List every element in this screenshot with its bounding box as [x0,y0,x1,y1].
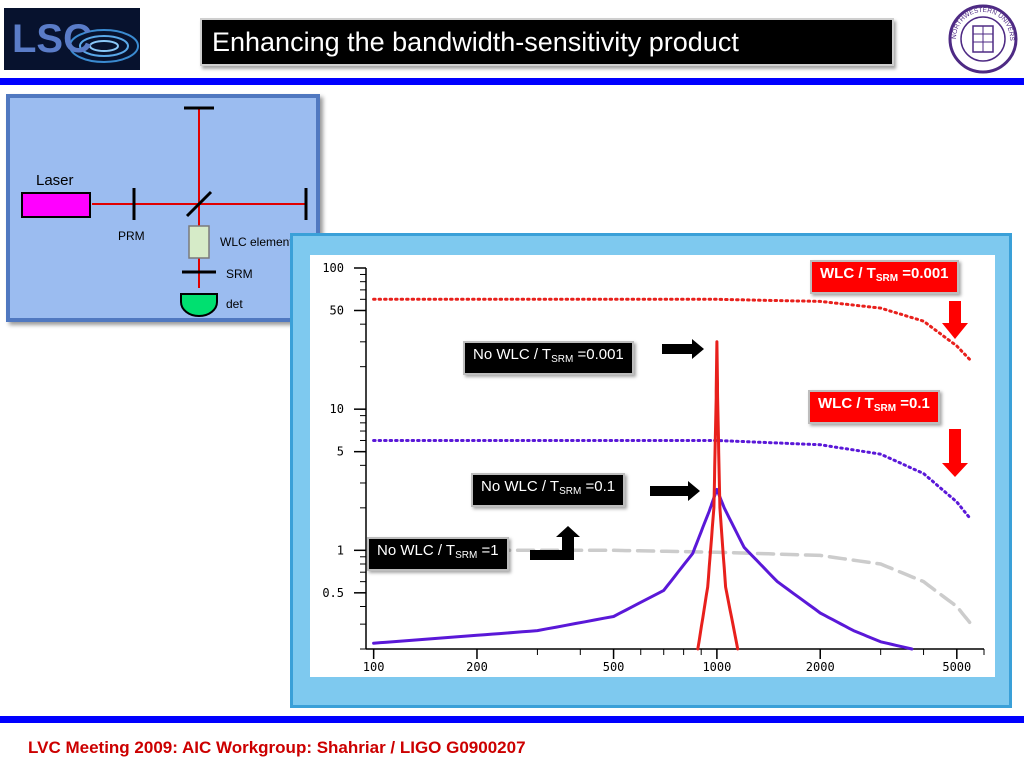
arrow-nowlc-0001 [662,339,704,359]
label-nowlc-tsrm-1: No WLC / TSRM =1 [367,537,509,571]
wlc-element-label: WLC element [220,235,293,249]
interferometer-schematic: Laser PRM WLC element SRM det [6,94,320,322]
chart-frame [290,233,1012,708]
detector-shape [180,293,218,317]
arrow-wlc-0001 [942,301,968,339]
label-wlc-tsrm-01: WLC / TSRM =0.1 [808,390,940,424]
footer-text: LVC Meeting 2009: AIC Workgroup: Shahria… [28,738,526,757]
beam-splitter [185,190,213,218]
arrow-nowlc-01 [650,481,700,501]
slide-title-box: Enhancing the bandwidth-sensitivity prod… [200,18,894,66]
y-tick-label: 1 [337,543,344,557]
label-wlc-tsrm-0001: WLC / TSRM =0.001 [810,260,959,294]
x-tick-label: 200 [466,660,488,674]
series-line-2 [371,548,973,626]
label-nowlc-tsrm-0001: No WLC / TSRM =0.001 [463,341,634,375]
prm-label: PRM [118,229,145,243]
chart-svg: 100 50 10 5 1 0.5 100 200 500 1000 2000 5000 [322,261,985,674]
srm-label: SRM [226,267,253,281]
laser-label: Laser [36,172,74,189]
lsc-logo: LSC [4,8,140,70]
label-nowlc-tsrm-01: No WLC / TSRM =0.1 [471,473,626,507]
det-label: det [226,297,243,311]
x-tick-label: 1000 [702,660,731,674]
footer-rule [0,716,1024,723]
y-tick-label: 0.5 [322,586,344,600]
chart-area [310,255,995,677]
series-line-4 [696,340,740,651]
wlc-element-box [188,225,210,259]
northwestern-seal: NORTHWESTERN UNIVERSITY 1851 [946,0,1018,74]
y-tick-label: 5 [337,445,344,459]
header-rule [0,78,1024,85]
x-tick-label: 100 [363,660,385,674]
x-tick-label: 500 [603,660,625,674]
y-tick-label: 50 [330,303,344,317]
series-line-0 [372,297,973,363]
laser-box [21,192,91,218]
arrow-nowlc-1 [530,526,580,560]
lsc-logo-text: LSC [12,17,92,61]
series-line-3 [372,487,914,651]
x-tick-label: 5000 [942,660,971,674]
y-tick-label: 10 [330,402,344,416]
x-tick-label: 2000 [806,660,835,674]
y-tick-label: 100 [322,261,344,275]
series-line-1 [372,439,973,522]
arrow-wlc-01 [942,429,968,477]
slide-title: Enhancing the bandwidth-sensitivity prod… [212,27,739,57]
